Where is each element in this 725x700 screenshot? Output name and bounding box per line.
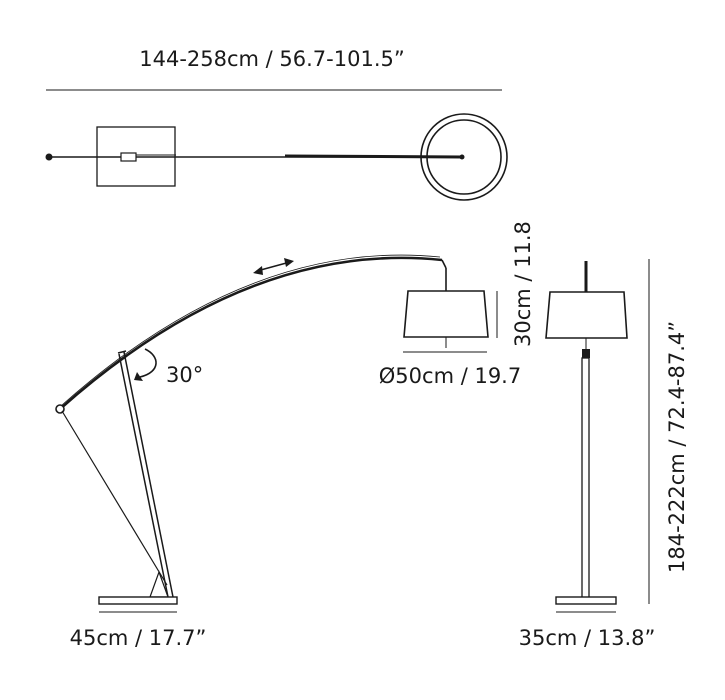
side-view-base-plate — [98, 596, 178, 605]
side-base-width-label: 45cm / 17.7” — [70, 626, 207, 650]
side-view-pole-top — [117, 350, 127, 354]
side-view-pole-right — [123, 351, 174, 598]
tilt-arrow-head — [134, 372, 143, 381]
top-view-shade-center — [459, 154, 465, 160]
top-view-arm-thick — [284, 154, 463, 159]
tilt-arrow — [139, 348, 157, 378]
telescope-arrow — [256, 261, 291, 272]
top-view-shade-inner — [426, 119, 502, 195]
front-view-joint — [582, 349, 590, 358]
side-view-arc-arm — [59, 256, 443, 410]
shade-height-label: 30cm / 11.8 — [511, 221, 535, 347]
side-view-pole-left — [118, 353, 169, 598]
telescope-arrow-right-head — [284, 258, 294, 267]
total-height-label: 184-222cm / 72.4-87.4” — [665, 321, 689, 573]
front-view-base-plate — [555, 596, 617, 605]
shade-diameter-label: Ø50cm / 19.7 — [379, 364, 521, 388]
tilt-angle-label: 30° — [166, 363, 203, 387]
top-view-joint — [120, 152, 137, 162]
front-view-shade — [545, 291, 628, 339]
side-view-arm-tip — [441, 259, 447, 269]
side-view: 30° 45cm / 17.7” — [55, 254, 489, 650]
telescope-arrow-left-head — [253, 266, 263, 275]
side-view-shade — [403, 290, 489, 338]
top-view: 144-258cm / 56.7-101.5” — [45, 47, 508, 201]
top-view-counterweight — [45, 153, 53, 161]
front-base-width-label: 35cm / 13.8” — [519, 626, 656, 650]
front-view-pole — [581, 357, 590, 599]
shade-dimensions: 30cm / 11.8 Ø50cm / 19.7 — [379, 221, 535, 388]
side-view-arc-arm-edge — [61, 254, 441, 406]
side-view-support-strut — [61, 410, 168, 586]
top-view-shade-outer — [420, 113, 508, 201]
front-view: 35cm / 13.8” 184-222cm / 72.4-87.4” — [519, 259, 689, 650]
top-span-label: 144-258cm / 56.7-101.5” — [139, 47, 405, 71]
